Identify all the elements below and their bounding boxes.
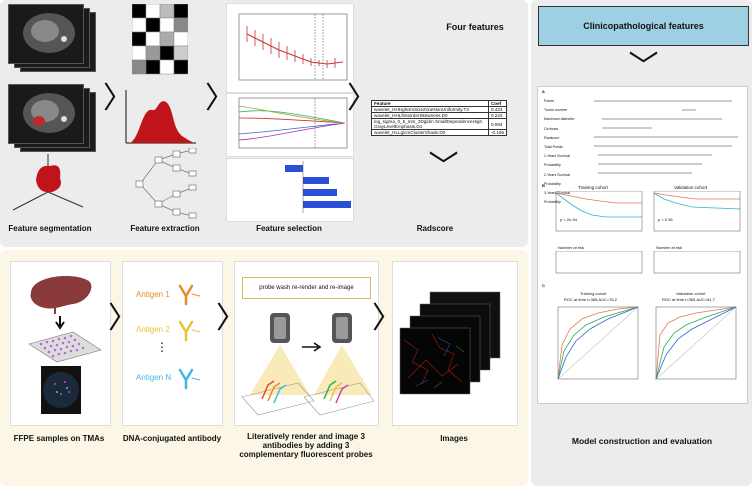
roc-curves — [557, 306, 737, 380]
table-row: wavelet_HLLglcmClusterShade.D0 -0.196 — [371, 129, 508, 136]
feature-name-cell: log_sigma_0_5_mm_3Dgldm SmallDependenceH… — [371, 118, 489, 130]
km-curves — [555, 191, 741, 232]
features-table: Feature Coef wavelet_HHHglszmSizeZoneNon… — [371, 100, 508, 136]
training-cohort-title: Training cohort — [580, 291, 607, 296]
probe-wash-box: probe wash re-render and re-image — [242, 277, 371, 299]
p-value-validation: p = 0.36 — [658, 217, 673, 222]
chevron-right-icon: 〉 — [103, 81, 133, 116]
nomogram-row-label: Radscore — [544, 135, 560, 140]
validation-cohort-title: Validation cohort — [676, 291, 706, 296]
images-label: Images — [440, 434, 468, 443]
feature-selection-label: Feature selection — [256, 224, 322, 233]
feature-coef-cell: 0.084 — [487, 118, 508, 130]
nomogram-row-label: Maximum diameter — [544, 117, 575, 122]
radscore-label: Radscore — [416, 224, 454, 233]
feature-weight-barplot — [226, 158, 354, 222]
four-features-label: Four features — [446, 22, 504, 32]
nomogram-row-label: Total Points — [544, 145, 563, 150]
panel-c-label: C — [542, 283, 545, 288]
nomogram-scales — [594, 100, 738, 174]
antibody-card — [122, 261, 223, 426]
feature-segmentation-label: Feature segmentation — [8, 224, 92, 233]
decision-tree-diagram — [135, 148, 197, 219]
render-label: Literatively render and image 3 antibodi… — [239, 432, 373, 459]
chevron-down-icon: 〉 — [424, 150, 459, 180]
number-at-risk-validation: Number at risk — [656, 245, 683, 250]
nomogram-row-label: Points — [544, 99, 554, 103]
feature-name-cell: wavelet_HLLglcmClusterShade.D0 — [371, 129, 489, 136]
tumor-3d-plot — [12, 154, 84, 211]
number-at-risk-training: Number at risk — [558, 245, 585, 250]
dna-antibody-label: DNA-conjugated antibody — [122, 434, 222, 443]
histogram-plot — [125, 90, 196, 144]
antibody-icons — [178, 284, 201, 390]
antigen-2-label: Antigen 2 — [136, 325, 170, 334]
ffpe-label: FFPE samples on TMAs — [13, 434, 105, 443]
panel-b-label: B — [542, 183, 545, 188]
lasso-coefficient-plot — [226, 93, 354, 157]
nomogram-row-label: Cirrhosis — [544, 126, 559, 131]
feature-coef-cell: -0.196 — [487, 129, 508, 136]
panel-a-label: A — [542, 89, 545, 94]
training-cohort-title: Training cohort — [578, 185, 608, 190]
roc-validation-title: ROC at time t=365,AUC=81.7 — [662, 297, 715, 302]
nomogram-row-label: 2-Years Survival Probability — [544, 172, 571, 186]
model-construction-label: Model construction and evaluation — [571, 436, 713, 446]
fluorescent-image-stack — [399, 291, 501, 395]
nomogram-row-label: 1-Years Survival Probability — [544, 154, 571, 168]
antigen-n-label: Antigen N — [136, 373, 172, 382]
validation-cohort-title: Validation cohort — [674, 185, 708, 190]
roc-training-title: ROC at time t=365,AUC=76.2 — [564, 297, 617, 302]
antigen-1-label: Antigen 1 — [136, 290, 170, 299]
ellipsis-dots: ⋮ — [156, 340, 168, 354]
nomogram-row-label: Tumor number — [544, 108, 568, 113]
model-figure: A Points Tumor number Maximum diameter C… — [537, 86, 748, 404]
texture-matrix-grid — [132, 4, 188, 75]
table-row: log_sigma_0_5_mm_3Dgldm SmallDependenceH… — [371, 118, 508, 130]
risk-tables — [555, 251, 741, 274]
lasso-cv-plot — [226, 3, 354, 93]
clinicopathological-banner: Clinicopathological features — [538, 6, 749, 46]
p-value-training: p < 2e-04 — [560, 217, 578, 222]
feature-extraction-label: Feature extraction — [130, 224, 200, 233]
chevron-down-icon: 〉 — [624, 50, 659, 80]
ffpe-card — [10, 261, 111, 426]
render-illustration — [241, 313, 375, 416]
